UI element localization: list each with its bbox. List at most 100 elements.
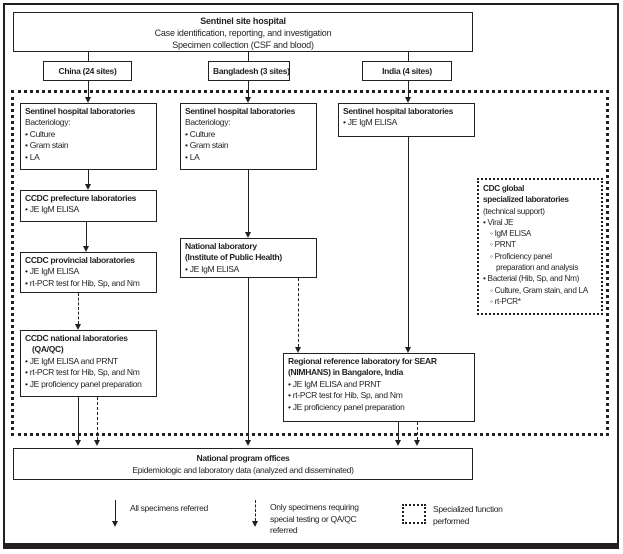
dashed-arrow-provincial-to-national [78,293,79,324]
china-sentinel-labs-line: • Culture [25,128,56,139]
ccdc-provincial-labs-line: • JE IgM ELISA [25,266,80,277]
arrowhead-india-to-labs [404,97,411,103]
country-china-label: China (24 sites) [58,66,117,76]
national-program-offices-title: National program offices [196,453,290,463]
bangladesh-national-lab-title2: (Institute of Public Health) [185,252,282,263]
ccdc-provincial-labs-title: CCDC provincial laboratories [25,255,135,265]
sentinel-site-hospital-line1: Case identification, reporting, and inve… [154,28,332,38]
legend-dashed-arrow-label-line: referred [270,525,298,535]
bangladesh-national-lab-title: National laboratory [185,241,257,251]
arrow-china-national-to-offices-dashed [97,397,98,440]
specialized-function-region [11,90,609,436]
bangladesh-sentinel-labs-title: Sentinel hospital laboratories [185,106,296,116]
cdc-global-labs-line: ◦ Culture, Gram stain, and LA [490,285,588,295]
china-sentinel-labs-title: Sentinel hospital laboratories [25,106,136,116]
legend-dashed-arrow [255,500,256,521]
ccdc-national-labs-box: CCDC national laboratories (QA/QC) • JE … [20,330,157,397]
arrowhead-bangladesh-national-to-offices [244,440,251,446]
arrow-regional-to-offices-solid [398,422,399,440]
country-box-india: India (4 sites) [362,61,452,81]
cdc-global-labs-line: ◦ PRNT [490,240,516,250]
arrowhead-china-national-to-offices-dashed [93,440,100,446]
national-program-offices-subtitle: Epidemiologic and laboratory data (analy… [132,465,354,475]
india-sentinel-labs-line: • JE IgM ELISA [343,117,398,128]
ccdc-prefecture-labs-title: CCDC prefecture laboratories [25,193,137,203]
arrow-china-to-labs [88,81,89,97]
ccdc-prefecture-labs-box: CCDC prefecture laboratories • JE IgM EL… [20,190,157,222]
arrowhead-regional-to-offices-solid [394,440,401,446]
bangladesh-sentinel-labs-line: Bacteriology: [185,117,231,128]
national-program-offices-box: National program offices Epidemiologic a… [13,448,473,480]
arrowhead-prefecture-to-provincial [82,246,89,252]
sentinel-site-hospital-box: Sentinel site hospital Case identificati… [13,12,473,52]
connector-sentinel-to-india [408,52,409,61]
india-sentinel-labs-title: Sentinel hospital laboratories [343,106,454,116]
arrow-china-labs-to-prefecture [88,170,89,184]
legend-dashed-arrowhead [251,521,258,527]
china-sentinel-labs-line: • Gram stain [25,140,69,151]
arrowhead-provincial-to-national [74,324,81,330]
arrow-prefecture-to-provincial [86,222,87,246]
dashed-arrow-bangladesh-to-regional [298,278,299,347]
cdc-global-labs-box: CDC global specialized laboratories (tec… [477,178,603,315]
arrowhead-china-to-labs [84,97,91,103]
country-box-china: China (24 sites) [43,61,132,81]
bangladesh-sentinel-labs-line: • LA [185,151,200,162]
legend-dotted-square-label-line: performed [433,515,470,526]
sentinel-site-hospital-title: Sentinel site hospital [200,16,286,26]
ccdc-national-labs-line: • JE proficiency panel preparation [25,378,142,389]
regional-reference-lab-title2: (NIMHANS) in Bangalore, India [288,367,404,378]
legend-dashed-arrow-label-line: special testing or QA/QC [270,513,357,524]
arrow-bangladesh-to-labs [248,81,249,97]
country-india-label: India (4 sites) [382,66,432,76]
arrowhead-regional-to-offices-dashed [413,440,420,446]
legend-solid-arrow [115,500,116,521]
legend-solid-arrow-label: All specimens referred [130,503,208,513]
cdc-global-labs-line: ◦ Proficiency panel [490,251,552,261]
arrowhead-china-national-to-offices-solid [74,440,81,446]
india-sentinel-labs-box: Sentinel hospital laboratories • JE IgM … [338,103,475,137]
legend-solid-arrowhead [111,521,118,527]
cdc-global-labs-subtitle: (technical support) [483,206,545,216]
sentinel-site-hospital-line2: Specimen collection (CSF and blood) [172,40,314,50]
ccdc-national-labs-title2: (QA/QC) [32,344,64,355]
regional-reference-lab-line: • JE proficiency panel preparation [288,401,405,412]
regional-reference-lab-line: • JE IgM ELISA and PRNT [288,378,381,389]
arrowhead-china-labs-to-prefecture [84,184,91,190]
connector-sentinel-to-china [88,52,89,61]
country-bangladesh-label: Bangladesh (3 sites) [213,66,290,76]
cdc-global-labs-title1: CDC global [483,184,525,193]
cdc-global-labs-line: ◦ IgM ELISA [490,229,532,239]
arrow-bangladesh-labs-to-national [248,170,249,232]
cdc-global-labs-title2: specialized laboratories [483,195,569,205]
ccdc-prefecture-labs-line: • JE IgM ELISA [25,204,80,215]
arrow-bangladesh-national-to-offices [248,278,249,440]
legend-dotted-square-label: Specialized function performed [433,504,503,527]
arrowhead-bangladesh-to-regional [294,347,301,353]
legend-dotted-square [402,504,426,524]
ccdc-national-labs-line: • JE IgM ELISA and PRNT [25,355,118,366]
china-sentinel-labs-line: Bacteriology: [25,117,71,128]
regional-reference-lab-box: Regional reference laboratory for SEAR (… [283,353,475,422]
bangladesh-national-lab-box: National laboratory (Institute of Public… [180,238,317,278]
connector-sentinel-to-bangladesh [248,52,249,61]
ccdc-national-labs-line: • rt-PCR test for Hib, Sp, and Nm [25,367,140,378]
arrowhead-india-labs-to-regional [404,347,411,353]
regional-reference-lab-line: • rt-PCR test for Hib, Sp, and Nm [288,390,403,401]
cdc-global-labs-line: • Viral JE [483,217,514,227]
china-sentinel-labs-box: Sentinel hospital laboratories Bacteriol… [20,103,157,170]
arrowhead-bangladesh-to-labs [244,97,251,103]
country-box-bangladesh: Bangladesh (3 sites) [208,61,290,81]
legend-dotted-square-label-line: Specialized function [433,504,503,514]
cdc-global-labs-line: • Bacterial (Hib, Sp, and Nm) [483,274,580,284]
bangladesh-national-lab-line: • JE IgM ELISA [185,263,240,274]
bangladesh-sentinel-labs-line: • Culture [185,128,216,139]
arrowhead-bangladesh-labs-to-national [244,232,251,238]
legend-dashed-arrow-label: Only specimens requiring special testing… [270,502,359,537]
bangladesh-sentinel-labs-box: Sentinel hospital laboratories Bacteriol… [180,103,317,170]
ccdc-national-labs-title: CCDC national laboratories [25,333,128,343]
cdc-global-labs-line: ◦ rt-PCR* [490,296,521,306]
china-sentinel-labs-line: • LA [25,151,40,162]
arrow-india-to-labs [408,81,409,97]
